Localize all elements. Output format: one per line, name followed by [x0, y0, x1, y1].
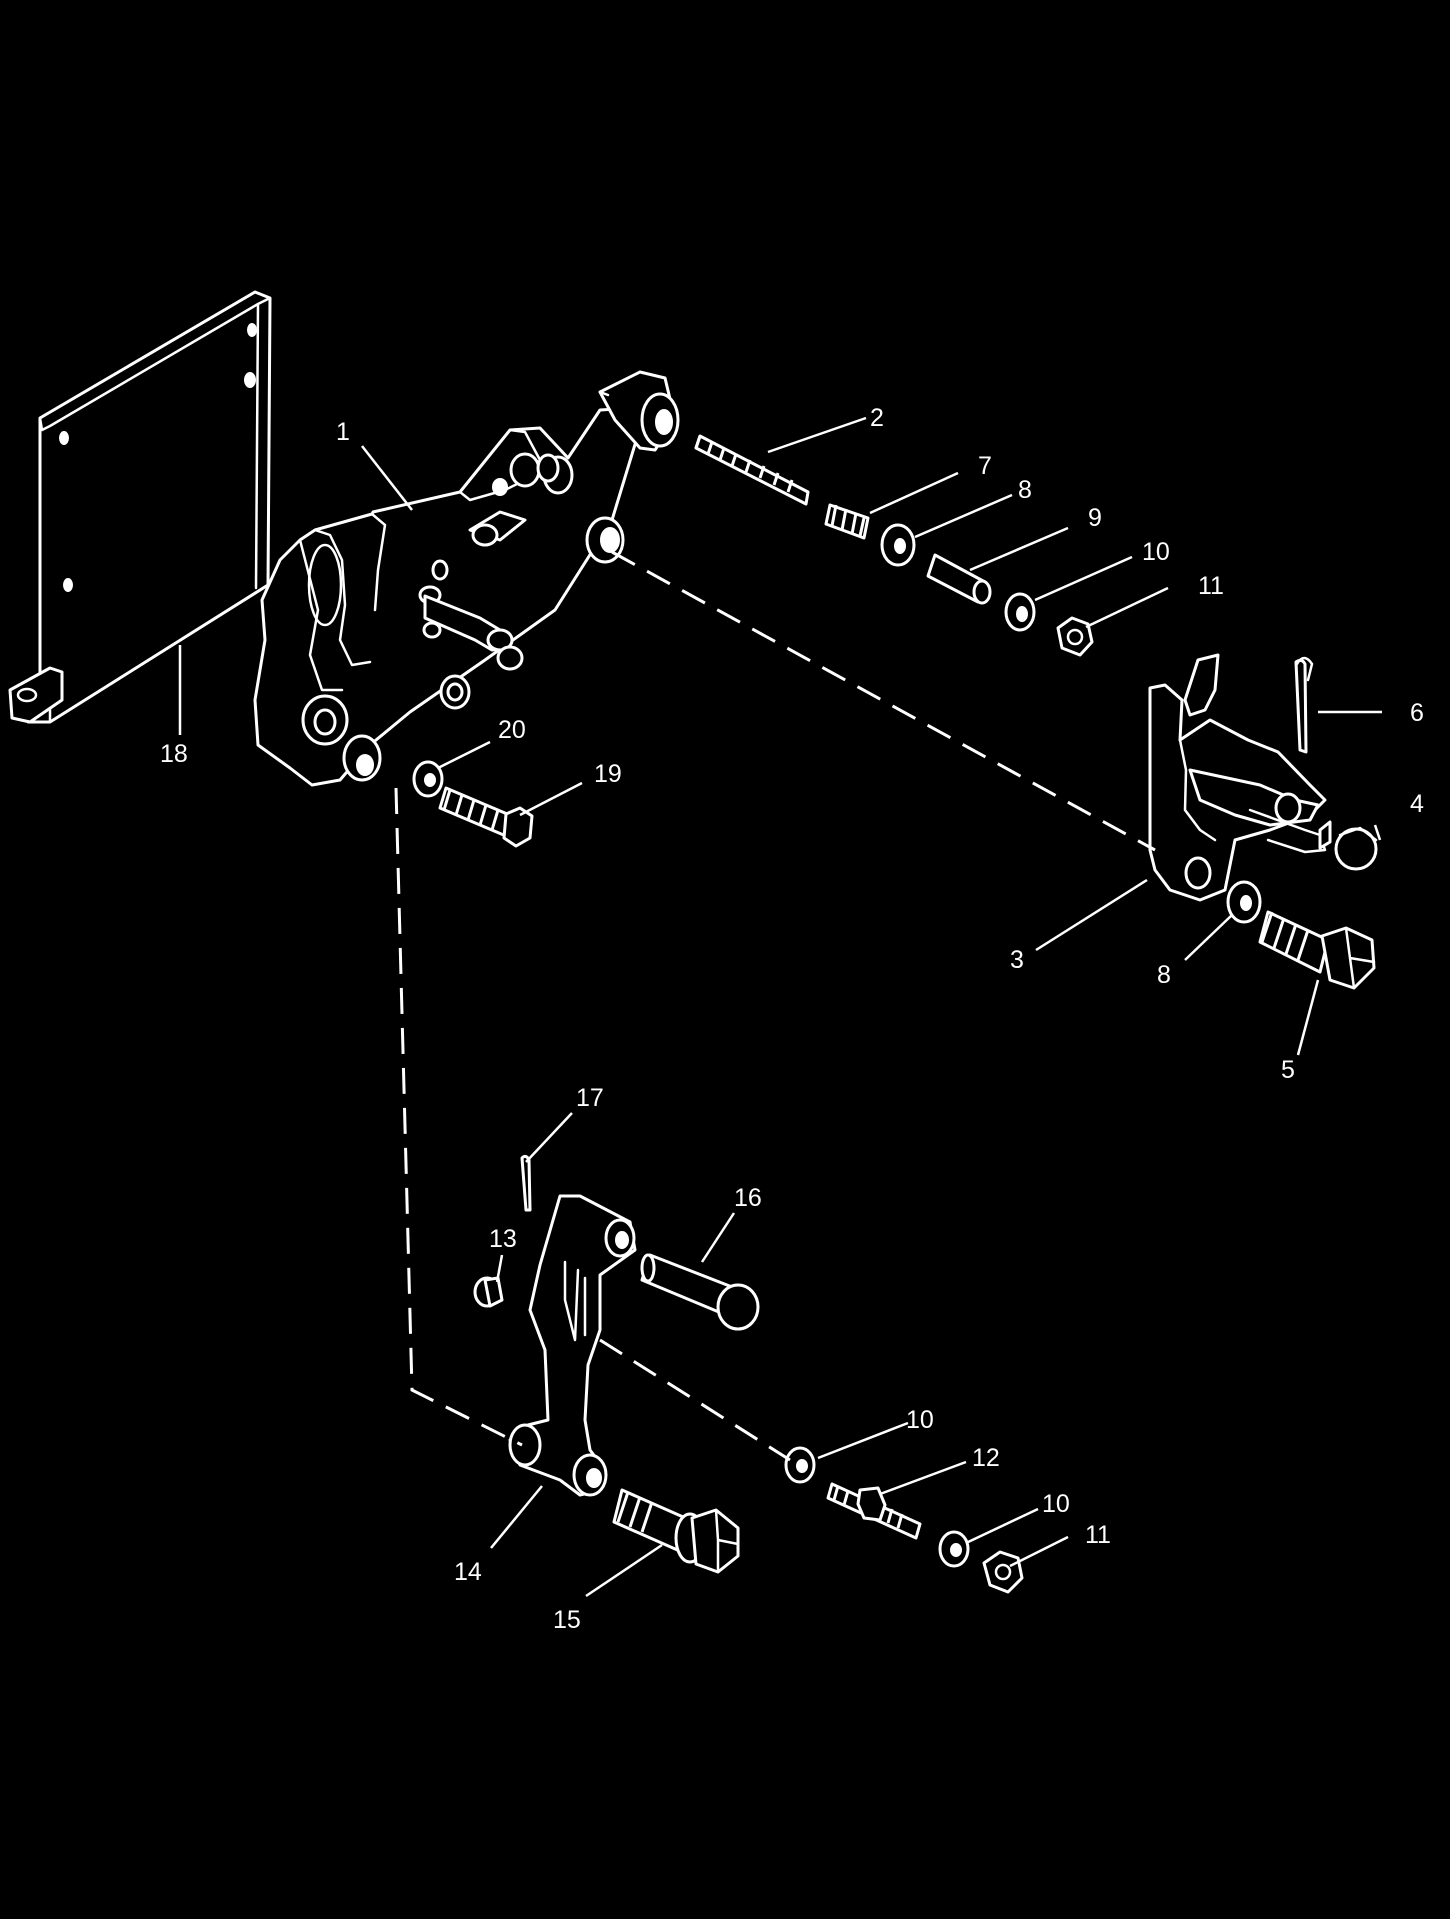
- callout-5: 5: [1281, 1056, 1295, 1084]
- callout-3: 3: [1010, 946, 1024, 974]
- part-9-spacer: [926, 553, 992, 605]
- part-19-bolt: [438, 786, 534, 848]
- part-10-washer-top: [1004, 592, 1036, 632]
- part-7-spring: [824, 503, 870, 540]
- callout-6: 6: [1410, 699, 1424, 727]
- part-10-washer-lower-2: [938, 1530, 970, 1568]
- part-3-clevis-bracket: [1148, 653, 1332, 902]
- callout-17: 17: [576, 1084, 604, 1112]
- callout-9: 9: [1088, 504, 1102, 532]
- callout-13: 13: [489, 1225, 517, 1253]
- callout-4: 4: [1410, 790, 1424, 818]
- part-11-nut-lower: [982, 1550, 1024, 1594]
- callout-18: 18: [160, 740, 188, 768]
- part-16-pin: [640, 1253, 760, 1331]
- assembly-lines: [394, 550, 1156, 1462]
- leader-lines: [178, 416, 1382, 1598]
- part-1-bracket: [253, 370, 680, 787]
- part-20-washer: [412, 760, 444, 798]
- callout-10-top: 10: [1142, 538, 1170, 566]
- callout-12: 12: [972, 1444, 1000, 1472]
- callout-20: 20: [498, 716, 526, 744]
- part-12-stud: [826, 1482, 922, 1540]
- callout-11-lower: 11: [1085, 1521, 1111, 1549]
- part-10-washer-lower-1: [784, 1446, 816, 1484]
- callout-15: 15: [553, 1606, 581, 1634]
- callout-2: 2: [870, 404, 884, 432]
- callout-10-lower-1: 10: [906, 1406, 934, 1434]
- part-5-hex-bolt: [1258, 910, 1376, 990]
- callout-19: 19: [594, 760, 622, 788]
- part-8-washer-top: [880, 523, 916, 567]
- callout-8-mid: 8: [1157, 961, 1171, 989]
- part-4-cap: [1334, 826, 1378, 871]
- callout-16: 16: [734, 1184, 762, 1212]
- callout-1: 1: [336, 418, 350, 446]
- part-11-nut-top: [1056, 616, 1094, 657]
- callout-labels: 1 2 3 4 5 6 7 8 8 9 10 10 10 11 11 12 13…: [160, 404, 1424, 1634]
- callout-11-top: 11: [1198, 572, 1224, 600]
- callout-7: 7: [978, 452, 992, 480]
- part-18-mounting-plate: [8, 290, 272, 724]
- part-15-flange-bolt: [612, 1488, 740, 1574]
- part-14-link-arm: [508, 1194, 637, 1497]
- callout-14: 14: [454, 1558, 482, 1586]
- part-6-cotter-pin: [1294, 656, 1314, 754]
- part-13-bushing: [473, 1276, 504, 1308]
- part-2-stud: [694, 434, 810, 506]
- part-8-washer-mid: [1226, 880, 1262, 924]
- part-17-cotter-pin: [520, 1154, 532, 1212]
- callout-10-lower-2: 10: [1042, 1490, 1070, 1518]
- callout-8-top: 8: [1018, 476, 1032, 504]
